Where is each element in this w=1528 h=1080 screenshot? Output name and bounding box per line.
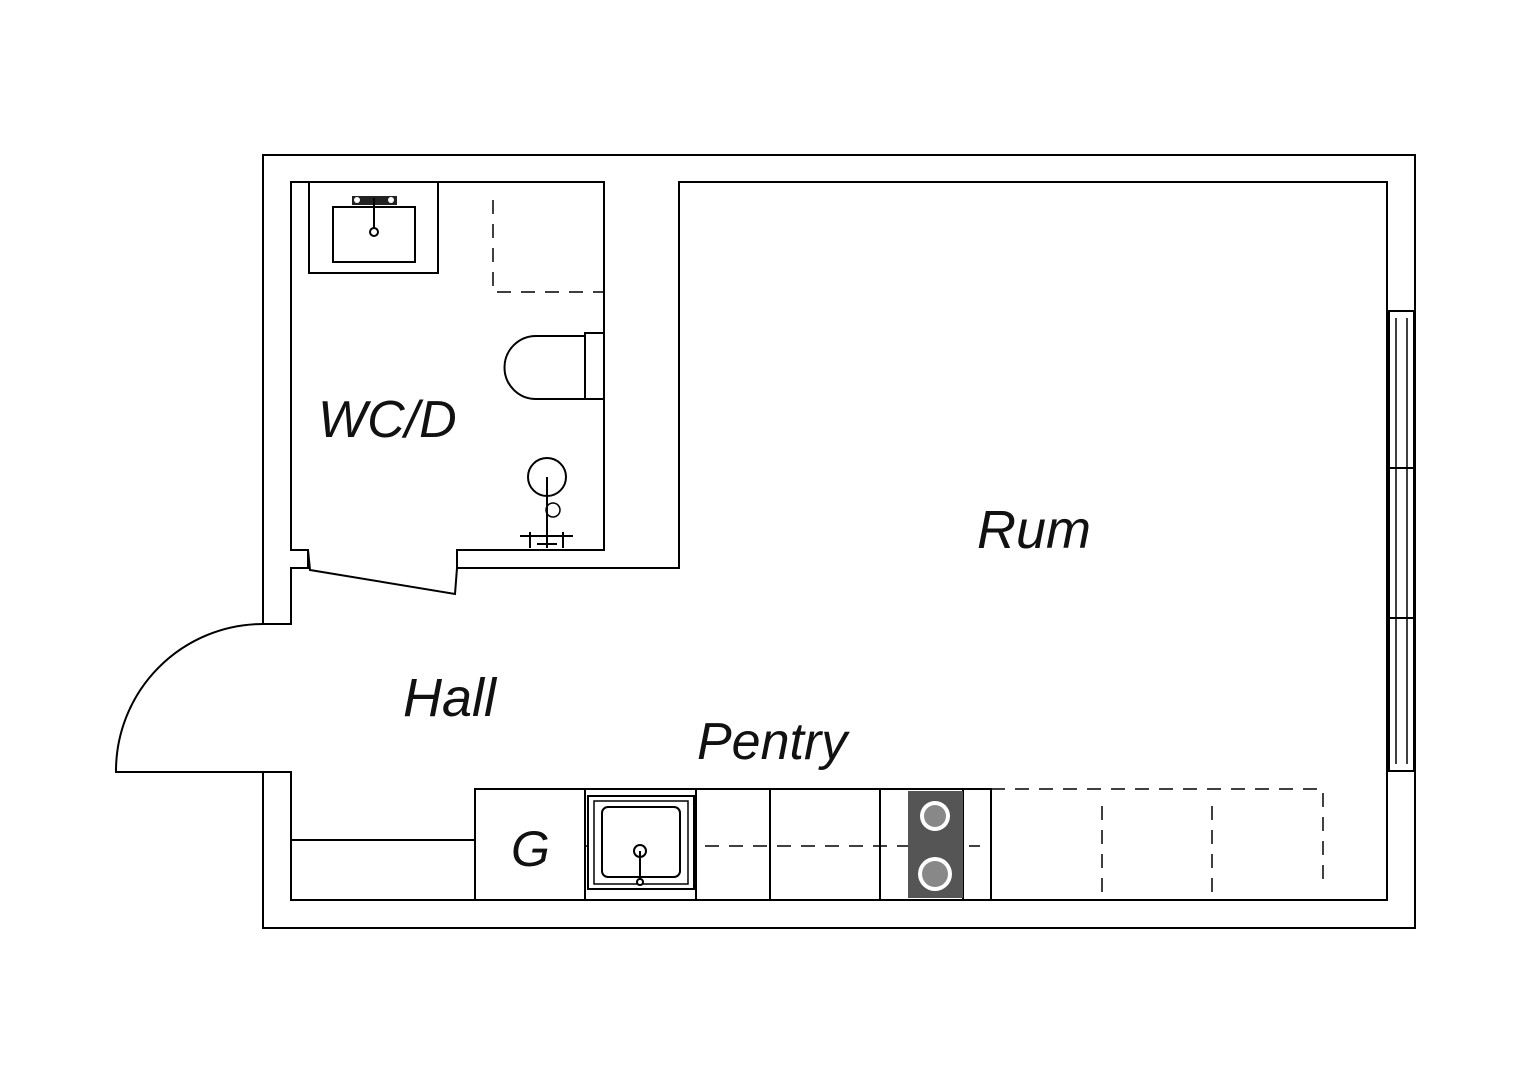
shower-area [492,200,604,293]
washbasin [308,181,439,274]
room-label-hall: Hall [403,668,498,728]
kitchen-counter [290,788,1324,901]
stove [908,791,963,898]
entrance-door[interactable] [114,623,264,773]
window [1388,310,1415,772]
walls [262,154,1416,929]
room-label-wc: WC/D [318,391,457,449]
toilet [503,332,605,400]
kitchen-sink [587,795,695,890]
shower-drain [520,457,573,548]
room-label-pentry: Pentry [697,713,850,771]
cabinet-label-g: G [511,821,550,877]
room-label-rum: Rum [977,500,1091,560]
